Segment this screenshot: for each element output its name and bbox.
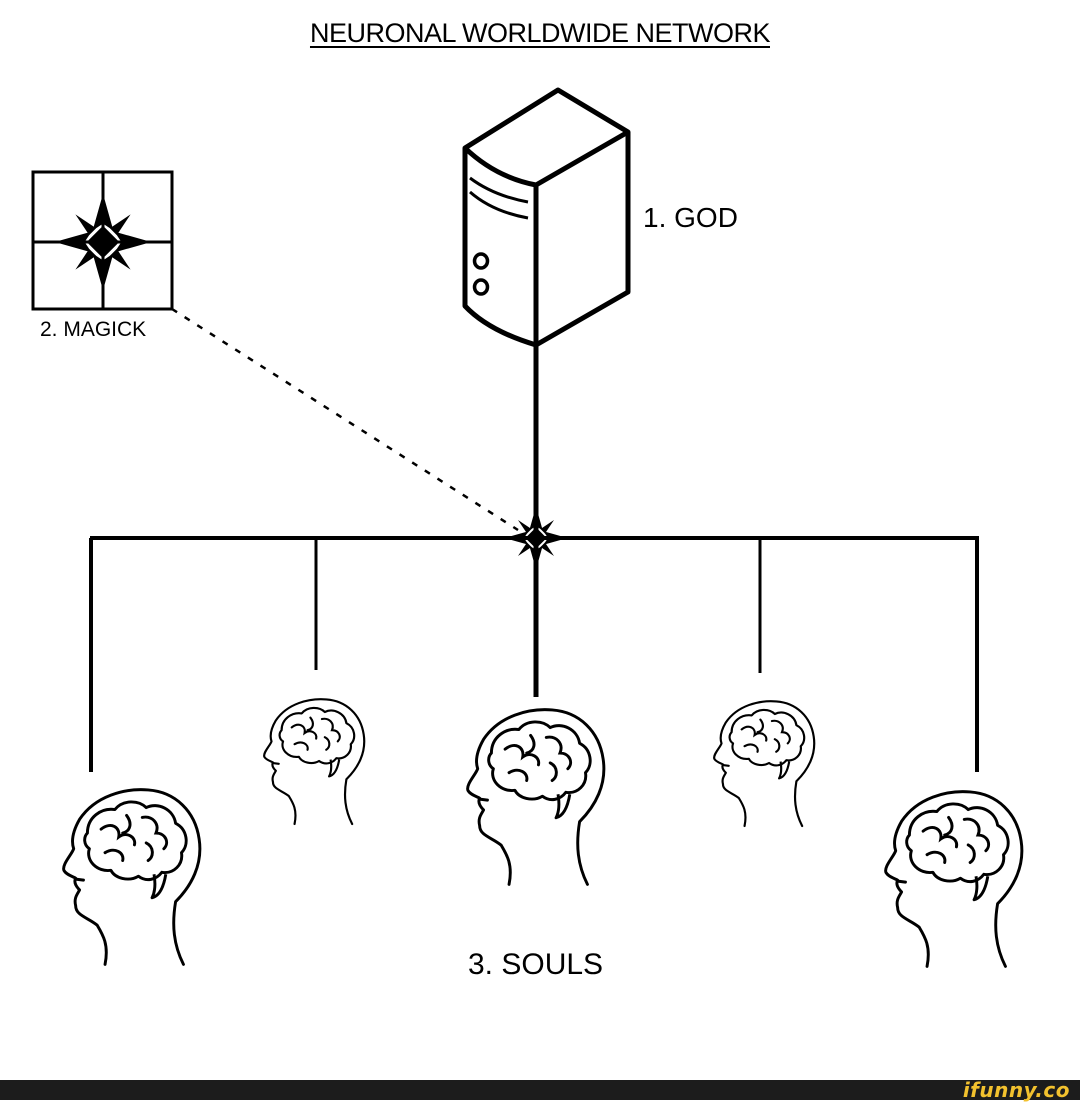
head-brain-icon-1 (62, 788, 202, 966)
head-brain-icon-5 (884, 790, 1024, 968)
magick-label: 2. MAGICK (40, 318, 147, 341)
server-led-bottom (472, 278, 490, 296)
diagram-title: NEURONAL WORLDWIDE NETWORK (309, 18, 771, 48)
souls-label: 3. SOULS (468, 948, 604, 981)
footer-bar: ifunny.co (0, 1078, 1080, 1102)
head-brain-icon-3 (466, 708, 606, 886)
chaos-star-icon (54, 193, 152, 291)
magick-node (31, 170, 174, 311)
souls-bus (89, 536, 979, 772)
magick-link-dashed (171, 307, 519, 532)
head-brain-icon-2 (263, 698, 366, 826)
server-led-top (472, 252, 490, 270)
hub-chaos-star-icon (504, 506, 568, 570)
god-label: 1. GOD (643, 202, 738, 233)
god-server (462, 87, 631, 348)
server-icon (462, 87, 631, 348)
head-brain-icon-4 (713, 700, 816, 828)
ifunny-watermark[interactable]: ifunny.co (962, 1078, 1070, 1102)
souls-group (62, 698, 1024, 968)
